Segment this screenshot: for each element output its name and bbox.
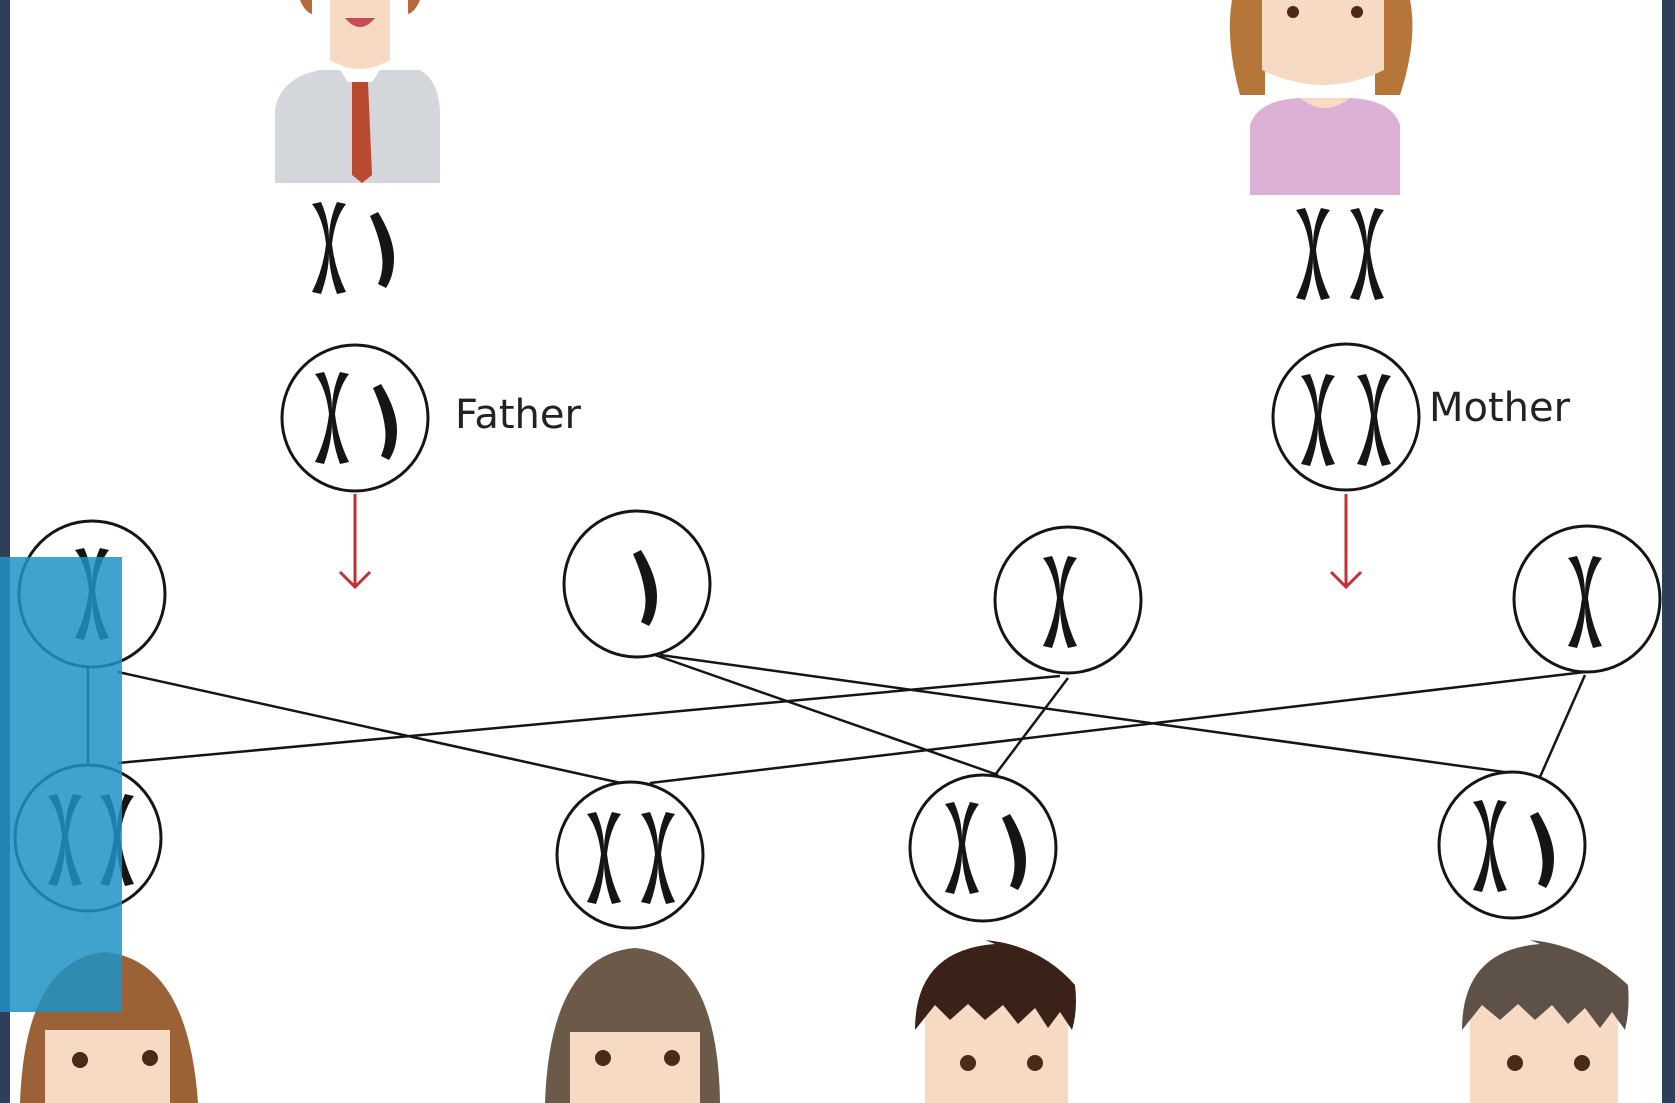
child-cell (555, 780, 705, 930)
boy-face (915, 940, 1076, 1103)
highlight-overlay (0, 557, 122, 1012)
child-cell (908, 773, 1058, 923)
child-cell (1437, 770, 1587, 920)
father-cell (280, 343, 430, 493)
father-arrow (338, 494, 372, 590)
mother-label: Mother (1429, 385, 1571, 431)
boy-face (1462, 940, 1629, 1103)
gamete-cell (1512, 524, 1662, 674)
diagram-canvas (10, 0, 1662, 1103)
inheritance-lines (86, 653, 1587, 787)
gamete-cell (993, 525, 1143, 675)
girl-face (545, 948, 720, 1103)
mother-cell (1271, 342, 1421, 492)
mother-figure (1229, 0, 1413, 195)
mother-arrow (1329, 494, 1363, 590)
gamete-cell (562, 509, 712, 659)
father-label: Father (455, 392, 581, 438)
father-figure (275, 0, 440, 183)
